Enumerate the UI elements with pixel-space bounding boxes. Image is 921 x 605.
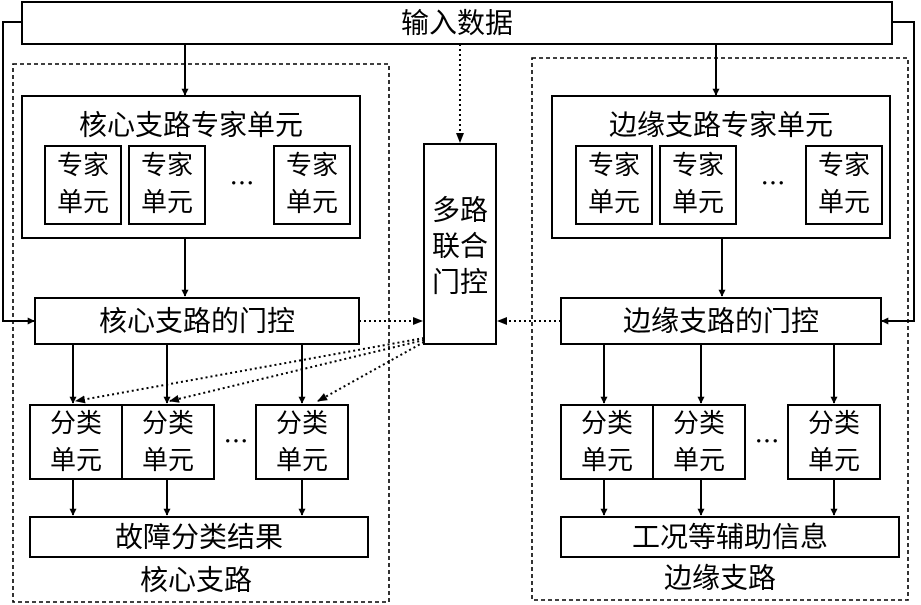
core-expert-unit: 专家 单元 (128, 145, 206, 225)
core-expert-unit-line2: 单元 (57, 188, 109, 218)
core-bypass-arrow (2, 21, 35, 325)
edge-classifier-line2: 单元 (581, 446, 633, 476)
input-data-label: 输入数据 (401, 7, 513, 40)
edge-gate-label: 边缘支路的门控 (623, 305, 819, 338)
edge-classifier-ellipsis: ··· (755, 427, 780, 457)
edge-expert-group-title: 边缘支路专家单元 (609, 109, 833, 142)
multi-gate-line: 联合 (432, 230, 488, 263)
multi-gate-box (423, 143, 497, 345)
core-classifier-line1: 分类 (142, 409, 194, 439)
core-expert-unit-line1: 专家 (286, 151, 338, 181)
core-branch-region (12, 63, 390, 603)
core-result-label: 故障分类结果 (115, 521, 283, 554)
core-branch-label: 核心支路 (140, 564, 252, 597)
core-result-box (29, 516, 369, 558)
core-classifier-line2: 单元 (142, 446, 194, 476)
edge-expert-unit: 专家 单元 (659, 145, 737, 225)
edge-expert-unit-line1: 专家 (672, 151, 724, 181)
core-expert-group-title: 核心支路专家单元 (79, 109, 303, 142)
core-classifier-unit: 分类 单元 (121, 404, 215, 480)
core-expert-unit-line2: 单元 (141, 188, 193, 218)
core-classifier-unit: 分类 单元 (255, 404, 349, 480)
edge-branch-label: 边缘支路 (664, 562, 776, 595)
core-classifier-unit: 分类 单元 (29, 404, 123, 480)
edge-classifier-line1: 分类 (808, 409, 860, 439)
core-classifier-line2: 单元 (276, 446, 328, 476)
edge-result-box (560, 516, 900, 558)
edge-expert-unit-line2: 单元 (588, 188, 640, 218)
core-gate-label: 核心支路的门控 (99, 305, 295, 338)
edge-bypass-arrow (881, 21, 915, 325)
edge-expert-unit: 专家 单元 (575, 145, 653, 225)
core-expert-unit: 专家 单元 (273, 145, 351, 225)
core-expert-unit-line2: 单元 (286, 188, 338, 218)
edge-branch-region (531, 57, 909, 601)
multi-gate-to-classifier-arrow (317, 341, 425, 402)
edge-classifier-unit: 分类 单元 (560, 404, 654, 480)
edge-expert-unit-line2: 单元 (672, 188, 724, 218)
edge-expert-ellipsis: ··· (761, 169, 786, 199)
edge-expert-unit-line1: 专家 (588, 151, 640, 181)
core-classifier-line1: 分类 (50, 409, 102, 439)
edge-gate-box (560, 297, 882, 345)
core-expert-unit-line1: 专家 (141, 151, 193, 181)
edge-expert-unit-line1: 专家 (818, 151, 870, 181)
core-classifier-line1: 分类 (276, 409, 328, 439)
multi-gate-line: 多路 (432, 194, 488, 227)
core-classifier-ellipsis: ··· (224, 427, 249, 457)
edge-classifier-line1: 分类 (581, 409, 633, 439)
core-expert-unit-line1: 专家 (57, 151, 109, 181)
core-expert-unit: 专家 单元 (44, 145, 122, 225)
core-expert-ellipsis: ··· (230, 169, 255, 199)
edge-classifier-unit: 分类 单元 (652, 404, 746, 480)
multi-gate-line: 门控 (432, 266, 488, 299)
edge-classifier-line2: 单元 (673, 446, 725, 476)
core-classifier-line2: 单元 (50, 446, 102, 476)
edge-classifier-unit: 分类 单元 (787, 404, 881, 480)
edge-result-label: 工况等辅助信息 (632, 521, 828, 554)
edge-expert-unit-line2: 单元 (818, 188, 870, 218)
multi-gate-to-classifier-arrow (169, 339, 425, 403)
edge-classifier-line1: 分类 (673, 409, 725, 439)
multi-gate-to-classifier-arrow (75, 337, 425, 404)
edge-classifier-line2: 单元 (808, 446, 860, 476)
edge-expert-unit: 专家 单元 (805, 145, 883, 225)
